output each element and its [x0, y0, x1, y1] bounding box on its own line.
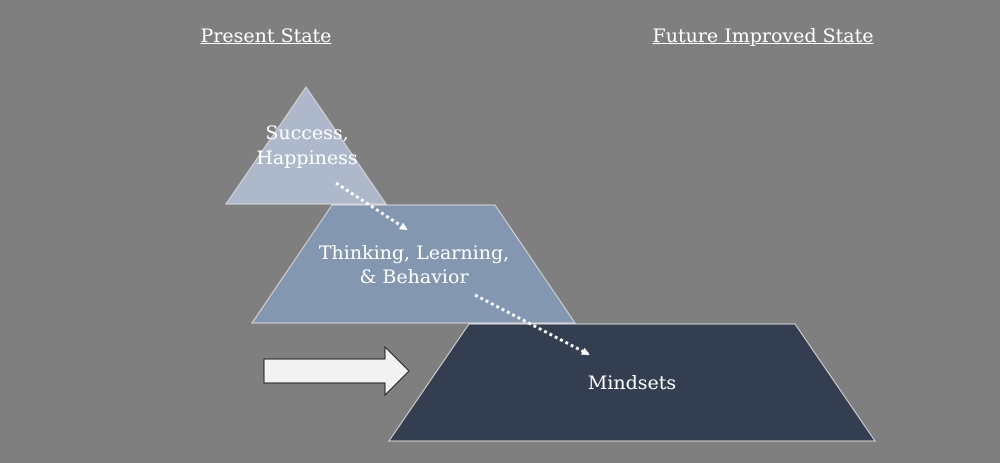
future-state-title: Future Improved State — [652, 25, 874, 47]
middle-trapezoid — [251, 204, 576, 324]
bottom-label: Mindsets — [588, 372, 676, 394]
dotted-arrow-top — [335, 181, 408, 231]
top-label-line1: Success, — [265, 122, 348, 144]
right-arrow-icon — [263, 345, 410, 397]
top-label-line2: Happiness — [256, 147, 357, 169]
bottom-trapezoid — [388, 323, 876, 442]
middle-label-line2: & Behavior — [359, 266, 469, 288]
present-state-title: Present State — [200, 25, 332, 47]
middle-label-line1: Thinking, Learning, — [319, 242, 509, 264]
top-triangle — [225, 86, 387, 205]
